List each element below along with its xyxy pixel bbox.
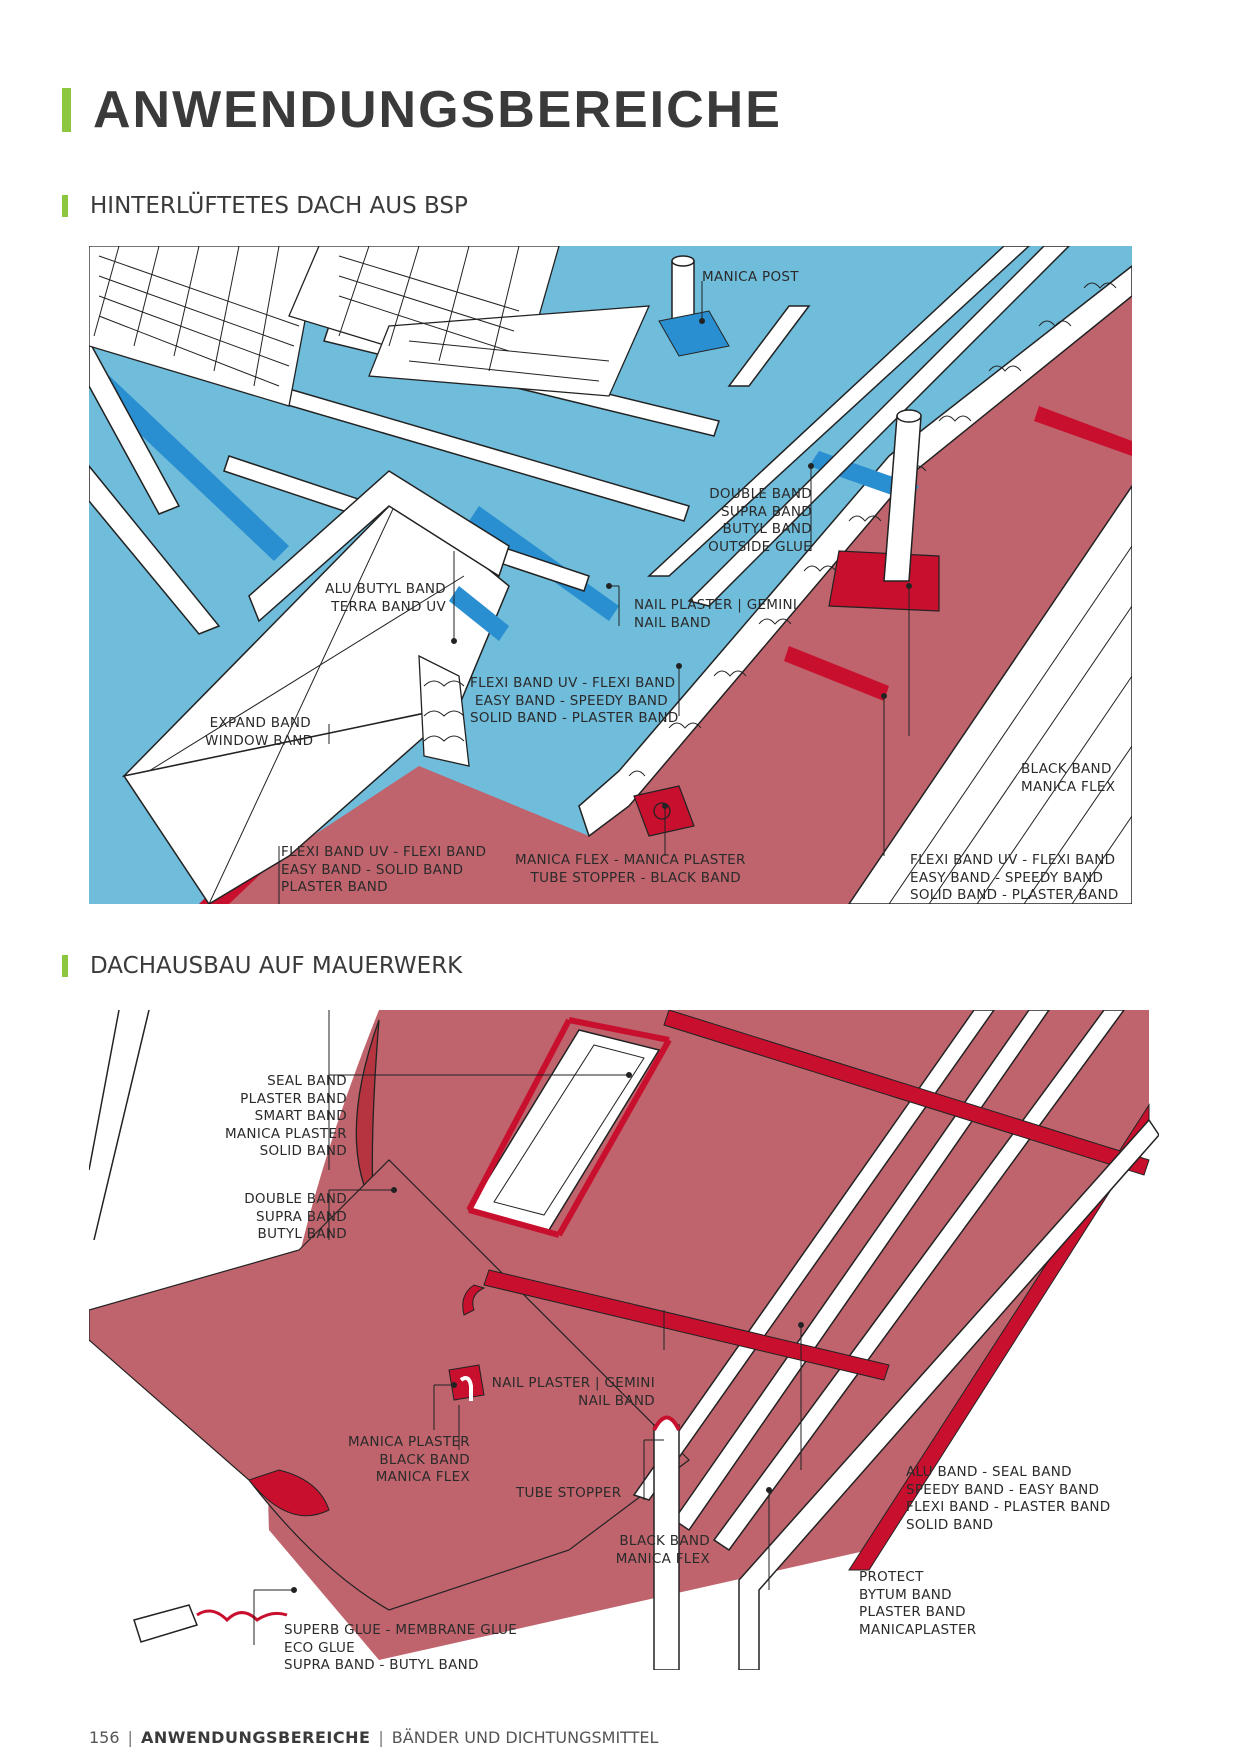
label-tube-stopper: TUBE STOPPER	[516, 1485, 622, 1501]
footer-separator: |	[127, 1728, 133, 1747]
section2-title-text: DACHAUSBAU AUF MAUERWERK	[90, 953, 463, 979]
page-title-text: ANWENDUNGSBEREICHE	[93, 81, 782, 139]
footer-category: BÄNDER UND DICHTUNGSMITTEL	[391, 1728, 659, 1747]
label-alu-band: ALU BAND - SEAL BAND SPEEDY BAND - EASY …	[906, 1464, 1111, 1533]
label-manica-flex: MANICA FLEX - MANICA PLASTER TUBE STOPPE…	[515, 852, 746, 886]
label-protect: PROTECT BYTUM BAND PLASTER BAND MANICAPL…	[859, 1569, 977, 1638]
label-manica-plaster: MANICA PLASTER BLACK BAND MANICA FLEX	[347, 1434, 470, 1485]
masonry-attic-illustration	[89, 1010, 1159, 1670]
label-flexi-band-bottom: FLEXI BAND UV - FLEXI BAND EASY BAND - S…	[281, 844, 487, 895]
page-footer: 156 | ANWENDUNGSBEREICHE | BÄNDER UND DICHTU…	[89, 1728, 658, 1747]
label-seal-band: SEAL BAND PLASTER BAND SMART BAND MANICA…	[224, 1073, 347, 1159]
section1-title: HINTERLÜFTETES DACH AUS BSP	[62, 191, 468, 221]
label-superb-glue: SUPERB GLUE - MEMBRANE GLUE ECO GLUE SUP…	[284, 1622, 518, 1673]
label-nail-plaster: NAIL PLASTER | GEMINI NAIL BAND	[634, 597, 798, 631]
footer-section: ANWENDUNGSBEREICHE	[140, 1728, 371, 1747]
title-accent-bar	[62, 88, 71, 132]
footer-separator: |	[378, 1728, 384, 1747]
section2-accent-bar	[62, 955, 68, 977]
roof-bsp-illustration	[89, 246, 1132, 904]
section2-title: DACHAUSBAU AUF MAUERWERK	[62, 951, 462, 981]
label-double-band: DOUBLE BAND SUPRA BAND BUTYL BAND OUTSID…	[708, 486, 812, 555]
label-double-band-2: DOUBLE BAND SUPRA BAND BUTYL BAND	[244, 1191, 347, 1242]
page-number: 156	[89, 1728, 120, 1747]
label-alu-butyl-band: ALU BUTYL BAND TERRA BAND UV	[325, 581, 446, 615]
page-title: ANWENDUNGSBEREICHE	[62, 80, 782, 140]
label-flexi-band-uv-top: FLEXI BAND UV - FLEXI BAND EASY BAND - S…	[470, 675, 679, 726]
section1-accent-bar	[62, 195, 68, 217]
section1-title-text: HINTERLÜFTETES DACH AUS BSP	[90, 193, 468, 219]
label-flexi-band-right: FLEXI BAND UV - FLEXI BAND EASY BAND - S…	[910, 852, 1119, 903]
label-black-band: BLACK BAND MANICA FLEX	[1021, 761, 1116, 795]
label-expand-band: EXPAND BAND WINDOW BAND	[205, 715, 314, 749]
label-nail-plaster-2: NAIL PLASTER | GEMINI NAIL BAND	[491, 1375, 655, 1409]
label-manica-post: MANICA POST	[702, 269, 799, 285]
label-black-band-2: BLACK BAND MANICA FLEX	[615, 1533, 710, 1567]
